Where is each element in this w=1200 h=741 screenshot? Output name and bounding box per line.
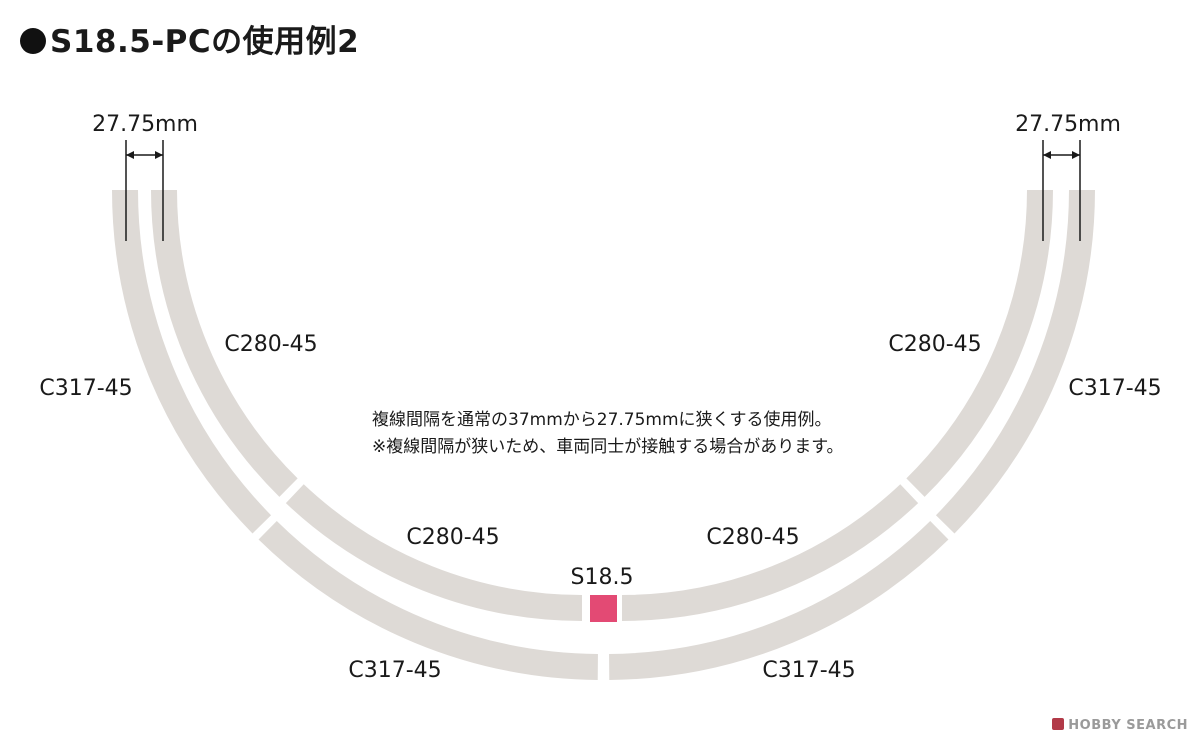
label-outer-upper-right: C317-45 <box>1068 376 1161 401</box>
track-c317-45-upper-left <box>112 189 272 534</box>
label-inner-lower-left: C280-45 <box>406 525 499 550</box>
label-inner-upper-right: C280-45 <box>888 332 981 357</box>
track-c317-45-lower-left <box>258 520 598 680</box>
bullet-icon <box>20 28 46 54</box>
title-text: S18.5-PCの使用例2 <box>50 24 360 60</box>
track-c280-45-upper-left <box>151 189 298 497</box>
label-outer-lower-left: C317-45 <box>348 658 441 683</box>
dimension-right-label: 27.75mm <box>1015 112 1121 137</box>
label-inner-upper-left: C280-45 <box>224 332 317 357</box>
track-c280-45-upper-right <box>906 189 1053 497</box>
watermark-logo-icon <box>1052 718 1065 730</box>
track-c280-45-lower-right <box>621 484 919 621</box>
note-line-1: 複線間隔を通常の37mmから27.75mmに狭くする使用例。 <box>372 410 832 430</box>
label-straight: S18.5 <box>571 565 634 590</box>
page-title: S18.5-PCの使用例2 <box>20 22 359 62</box>
label-outer-lower-right: C317-45 <box>762 658 855 683</box>
track-c317-45-lower-right <box>609 520 949 680</box>
usage-note: 複線間隔を通常の37mmから27.75mmに狭くする使用例。 ※複線間隔が狭いた… <box>372 407 844 461</box>
track-s18-5-straight <box>590 595 617 622</box>
track-c280-45-lower-left <box>285 484 583 621</box>
dimension-left-label: 27.75mm <box>92 112 198 137</box>
label-outer-upper-left: C317-45 <box>39 376 132 401</box>
watermark: HOBBY SEARCH <box>1052 718 1188 733</box>
dimension-left: 27.75mm <box>92 112 198 241</box>
label-inner-lower-right: C280-45 <box>706 525 799 550</box>
note-line-2: ※複線間隔が狭いため、車両同士が接触する場合があります。 <box>372 437 844 457</box>
dimension-right: 27.75mm <box>1015 112 1121 241</box>
watermark-text: HOBBY SEARCH <box>1068 718 1188 733</box>
